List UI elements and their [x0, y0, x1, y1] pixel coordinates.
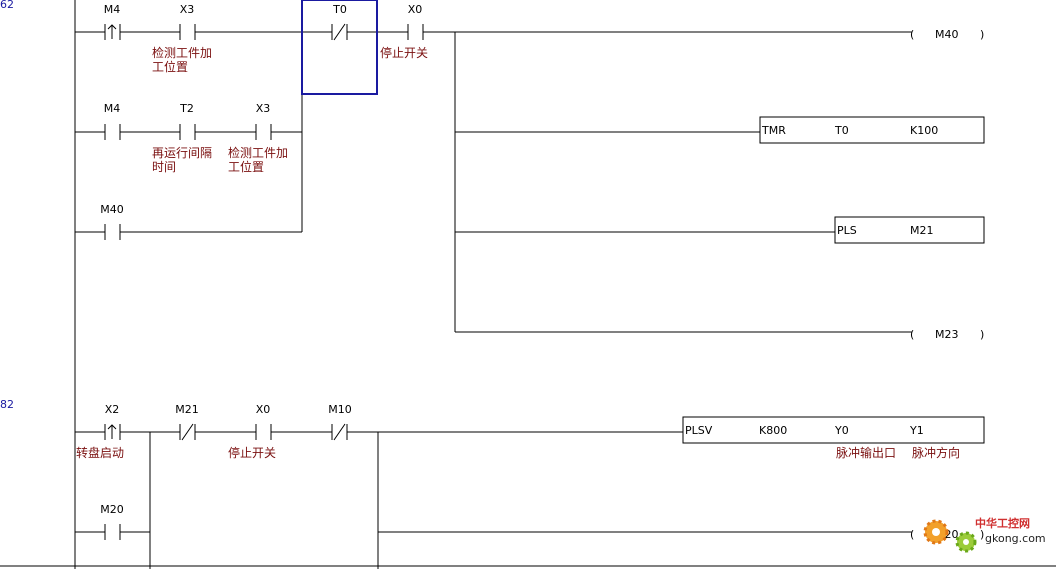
instruction-operand: Y0: [834, 424, 849, 437]
step-number-62: 62: [0, 0, 14, 11]
contact-address: M21: [175, 403, 199, 416]
instruction-opcode: TMR: [761, 124, 786, 137]
device-comment: 工位置: [228, 159, 264, 174]
watermark-text: 中华工控网: [975, 516, 1030, 530]
instruction-plsv[interactable]: PLSV K800 Y0 Y1 脉冲输出口 脉冲方向: [682, 416, 985, 460]
contact-address: M20: [100, 503, 124, 516]
gear-icon: [955, 531, 977, 553]
contact-m21-nc[interactable]: M21: [175, 403, 199, 441]
coil-close-paren: ): [980, 328, 984, 341]
coil-m23[interactable]: ( M23 ): [910, 328, 984, 341]
instruction-operand: T0: [834, 124, 849, 137]
device-comment: 再运行间隔: [152, 146, 212, 160]
instruction-opcode: PLS: [837, 224, 857, 237]
coil-open-paren: (: [910, 28, 914, 41]
instruction-pls[interactable]: PLS M21: [834, 216, 985, 244]
device-comment: 检测工件加: [228, 145, 288, 160]
contact-address: X3: [256, 102, 271, 115]
contact-t0-nc[interactable]: T0: [331, 3, 348, 41]
contact-x2-rising-edge[interactable]: X2 转盘启动: [76, 403, 124, 460]
device-comment: 脉冲输出口: [836, 445, 896, 460]
device-comment: 工位置: [152, 59, 188, 74]
device-comment: 时间: [152, 160, 176, 174]
instruction-opcode: PLSV: [685, 424, 713, 437]
rung-82: X2 转盘启动 M21 X0 停止开关 M10 M20 PLSV K800: [75, 403, 985, 569]
contact-address: X2: [105, 403, 120, 416]
instruction-operand: K800: [759, 424, 787, 437]
contact-address: M4: [104, 102, 121, 115]
step-number-82: 82: [0, 398, 14, 411]
device-comment: 转盘启动: [76, 445, 124, 460]
device-comment: 检测工件加: [152, 45, 212, 60]
coil-open-paren: (: [910, 328, 914, 341]
watermark-url: gkong.com: [985, 532, 1046, 545]
device-comment: 停止开关: [228, 445, 276, 460]
contact-address: M40: [100, 203, 124, 216]
selection-cursor: [301, 0, 378, 95]
coil-open-paren: (: [910, 528, 914, 541]
rung-62: M4 X3 检测工件加 工位置 T0 X0 停止开关 M4 T2: [75, 0, 985, 341]
contact-m40-no[interactable]: M40: [100, 203, 124, 240]
contact-m4-no[interactable]: M4: [104, 102, 121, 140]
contact-address: M10: [328, 403, 352, 416]
contact-x3-no[interactable]: X3 检测工件加 工位置: [152, 3, 212, 74]
contact-x0-no[interactable]: X0 停止开关: [380, 3, 428, 60]
contact-m20-no[interactable]: M20: [100, 503, 124, 540]
instruction-operand: M21: [910, 224, 934, 237]
contact-address: X0: [256, 403, 271, 416]
contact-m4-rising-edge[interactable]: M4: [104, 3, 121, 40]
instruction-operand: K100: [910, 124, 938, 137]
coil-m40[interactable]: ( M40 ): [910, 28, 984, 41]
contact-address: T2: [179, 102, 194, 115]
watermark: 中华工控网 gkong.com: [923, 516, 1046, 553]
coil-operand: M40: [935, 28, 959, 41]
instruction-operand: Y1: [909, 424, 924, 437]
contact-address: M4: [104, 3, 121, 16]
instruction-tmr[interactable]: TMR T0 K100: [759, 116, 985, 144]
coil-operand: M23: [935, 328, 959, 341]
device-comment: 停止开关: [380, 45, 428, 60]
coil-close-paren: ): [980, 28, 984, 41]
device-comment: 脉冲方向: [912, 445, 960, 460]
contact-address: X0: [408, 3, 423, 16]
contact-t2-no[interactable]: T2 再运行间隔 时间: [152, 102, 212, 174]
coil-close-paren: ): [980, 528, 984, 541]
contact-address: T0: [332, 3, 347, 16]
contact-x0-no-r2[interactable]: X0 停止开关: [228, 403, 276, 460]
contact-x3-no-branch[interactable]: X3 检测工件加 工位置: [228, 102, 288, 174]
contact-m10-nc[interactable]: M10: [328, 403, 352, 441]
contact-address: X3: [180, 3, 195, 16]
gear-icon: [923, 519, 949, 545]
